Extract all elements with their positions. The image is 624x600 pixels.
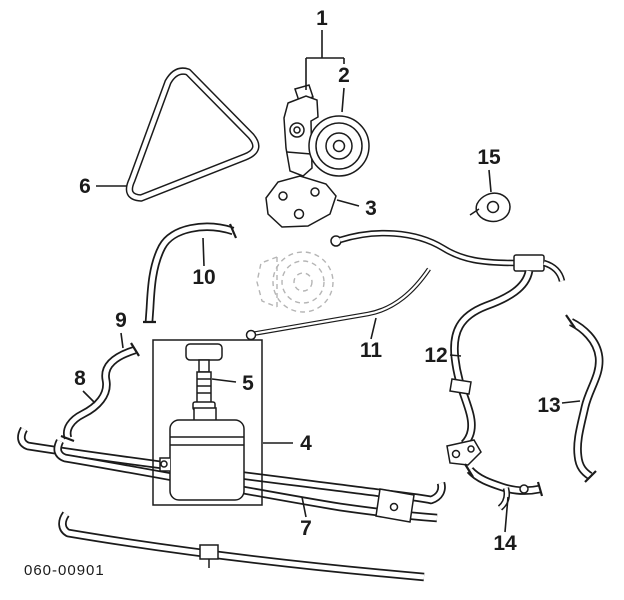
hose-elbow-fitting — [513, 254, 545, 272]
pipe-bracket-drawing — [375, 488, 415, 523]
callout-1: 1 — [316, 7, 328, 30]
leader-lines — [82, 30, 581, 533]
union-nut — [449, 378, 472, 395]
phantom-pump-outline — [256, 251, 334, 313]
callout-4: 4 — [300, 432, 312, 455]
reservoir-box — [152, 339, 263, 506]
reservoir-tank-drawing — [159, 407, 245, 501]
callout-12: 12 — [424, 344, 448, 367]
callout-5: 5 — [242, 372, 254, 395]
hose-bracket-drawing — [446, 439, 482, 466]
callout-14: 14 — [493, 532, 517, 555]
mounting-bracket-drawing — [265, 175, 337, 228]
callout-10: 10 — [192, 266, 216, 289]
callout-7: 7 — [300, 517, 312, 540]
callout-13: 13 — [537, 394, 561, 417]
pressure-hose-drawing — [330, 229, 566, 466]
clamp-drawing — [469, 192, 511, 223]
hose-end-caps — [60, 223, 597, 497]
pipe-clip-drawing — [199, 544, 219, 568]
callout-11: 11 — [359, 339, 383, 362]
pressure-pipe-drawing — [245, 267, 431, 341]
pump-assembly-drawing — [283, 84, 370, 177]
part-code: 060-00901 — [24, 562, 105, 579]
reservoir-cap-drawing — [185, 343, 223, 411]
reservoir-assembly-drawing — [152, 339, 263, 506]
return-hose-left-drawing — [63, 345, 137, 440]
callout-3: 3 — [365, 197, 377, 220]
callout-15: 15 — [477, 146, 501, 169]
drive-belt-drawing — [125, 67, 260, 202]
callout-8: 8 — [74, 367, 86, 390]
callout-9: 9 — [115, 309, 127, 332]
connector-hose-drawing — [466, 467, 541, 511]
callout-2: 2 — [338, 64, 350, 87]
pulley-drawing — [308, 115, 370, 177]
oil-hose-right-drawing — [568, 318, 604, 480]
suction-hose-drawing — [144, 222, 235, 323]
callout-6: 6 — [79, 175, 91, 198]
